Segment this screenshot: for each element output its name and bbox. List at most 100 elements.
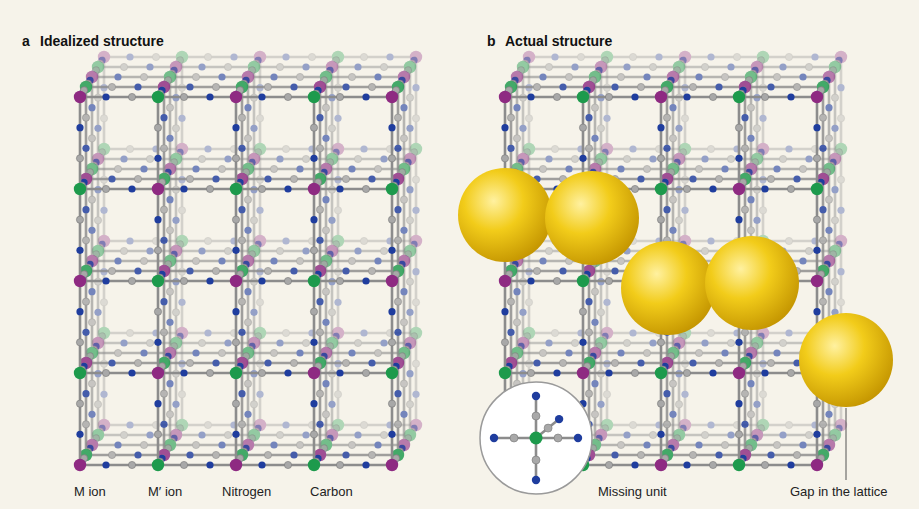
carbon-atom [525,115,532,122]
bond-line [583,372,661,375]
nitrogen-atom [545,339,552,346]
nitrogen-atom [328,401,335,408]
carbon-atom [218,349,225,356]
bond-line [667,454,745,457]
nitrogen-atom [585,114,592,121]
nitrogen-atom [172,217,179,224]
carbon-atom [264,451,271,458]
carbon-atom [76,216,83,223]
m-prime-ion [386,183,398,195]
carbon-atom [605,277,612,284]
carbon-atom [192,441,199,448]
nitrogen-atom [753,401,760,408]
m-prime-ion [74,367,86,379]
nitrogen-atom [310,400,317,407]
bond-line [756,67,759,159]
nitrogen-atom [767,451,774,458]
carbon-atom [348,73,355,80]
carbon-atom [400,135,407,142]
carbon-atom [270,349,277,356]
nitrogen-atom [82,206,89,213]
bond-line [248,76,326,79]
bond-line [92,76,170,79]
nitrogen-atom [238,329,245,336]
nitrogen-atom [282,53,289,60]
bond-line [241,87,244,179]
nitrogen-atom [400,227,407,234]
carbon-atom [741,329,748,336]
nitrogen-atom [597,401,604,408]
carbon-atom [663,114,670,121]
bond-line [314,372,392,375]
carbon-atom [192,257,199,264]
carbon-atom [741,145,748,152]
nitrogen-atom [649,339,656,346]
m-ion [74,459,86,471]
nitrogen-atom [637,359,644,366]
nitrogen-atom [284,369,291,376]
carbon-atom [400,319,407,326]
nitrogen-atom [603,299,610,306]
carbon-atom [759,391,766,398]
carbon-atom [258,185,265,192]
m-prime-ion [308,459,320,471]
carbon-atom [741,206,748,213]
carbon-atom [354,339,361,346]
carbon-atom [394,237,401,244]
bond-line [235,281,238,373]
bond-line [403,261,406,353]
nitrogen-atom [657,124,664,131]
bond-line [822,87,825,179]
nitrogen-atom [683,461,690,468]
carbon-atom [577,53,584,60]
carbon-atom [368,83,375,90]
nitrogen-atom [675,125,682,132]
carbon-atom [747,104,754,111]
carbon-atom [296,73,303,80]
bond-line [253,251,256,343]
bond-line [86,86,164,89]
nitrogen-atom [605,369,612,376]
carbon-atom [819,421,826,428]
nitrogen-atom [715,451,722,458]
nitrogen-atom [527,277,534,284]
carbon-atom [525,299,532,306]
bond-line [326,76,404,79]
carbon-atom [264,267,271,274]
bond-line [338,56,416,59]
carbon-atom [513,319,520,326]
bond-line [158,96,236,99]
nitrogen-atom [539,73,546,80]
bond-line [331,343,334,435]
bond-line [828,169,831,261]
bond-line [828,77,831,169]
carbon-atom [108,451,115,458]
bond-line [840,57,843,149]
carbon-atom [154,308,161,315]
nitrogen-atom [643,73,650,80]
nitrogen-atom [669,104,676,111]
bond-line [170,76,248,79]
nitrogen-atom [238,206,245,213]
bond-line [505,96,583,99]
carbon-atom [779,155,786,162]
nitrogen-atom [76,247,83,254]
bond-line [511,362,589,365]
nitrogen-atom [270,441,277,448]
carbon-atom [180,461,187,468]
carbon-atom [709,461,716,468]
bond-line [589,454,667,457]
nitrogen-atom [82,329,89,336]
nitrogen-atom [709,185,716,192]
nitrogen-atom [362,277,369,284]
carbon-atom [244,319,251,326]
carbon-atom [82,298,89,305]
carbon-atom [186,175,193,182]
bond-line [595,76,673,79]
bond-line [247,261,250,353]
nitrogen-atom [747,196,754,203]
nitrogen-atom [825,411,832,418]
carbon-atom [412,115,419,122]
carbon-atom [388,400,395,407]
m-prime-ion [74,183,86,195]
